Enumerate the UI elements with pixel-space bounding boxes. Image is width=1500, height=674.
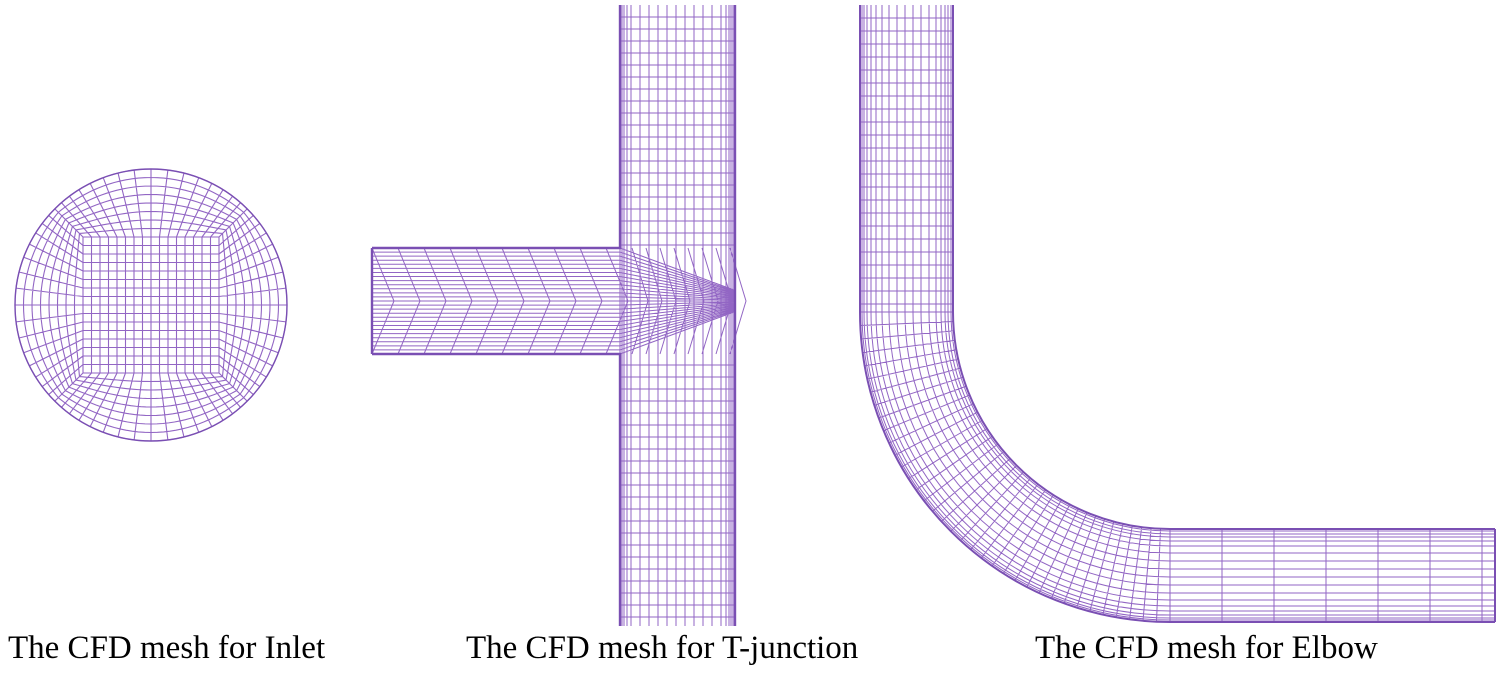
tjunction-branch-grid	[371, 247, 747, 355]
caption-elbow: The CFD mesh for Elbow	[1035, 630, 1378, 666]
inlet-boundary	[14, 168, 288, 442]
elbow-mesh	[859, 5, 1496, 623]
caption-tjunction: The CFD mesh for T-junction	[466, 630, 859, 666]
tjunction-outline	[370, 5, 737, 626]
inlet-mesh	[14, 168, 288, 442]
inlet-grid-lines	[14, 168, 288, 442]
caption-inlet: The CFD mesh for Inlet	[8, 630, 326, 666]
elbow-outline	[859, 5, 1496, 623]
tjunction-mesh	[370, 5, 747, 626]
